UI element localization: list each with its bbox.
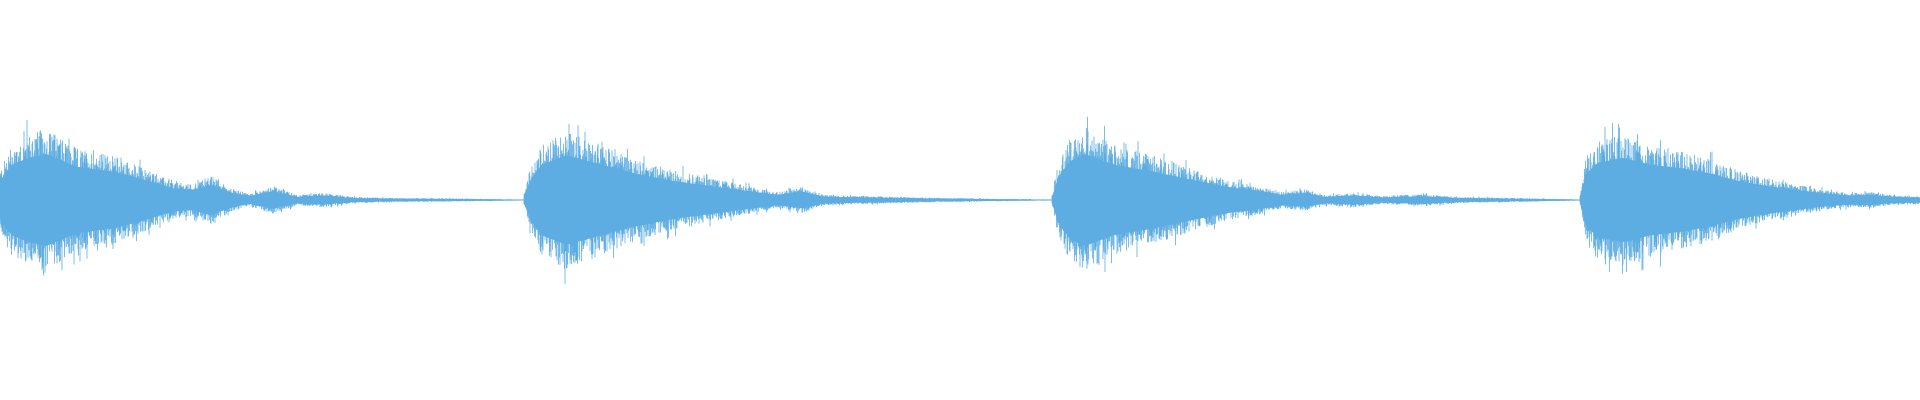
waveform-core-2 [524, 155, 1056, 245]
waveform-core-1 [0, 153, 528, 247]
waveform-core-3 [1052, 154, 1584, 246]
waveform-segments [0, 116, 1920, 284]
waveform-core-4 [1580, 157, 1920, 243]
